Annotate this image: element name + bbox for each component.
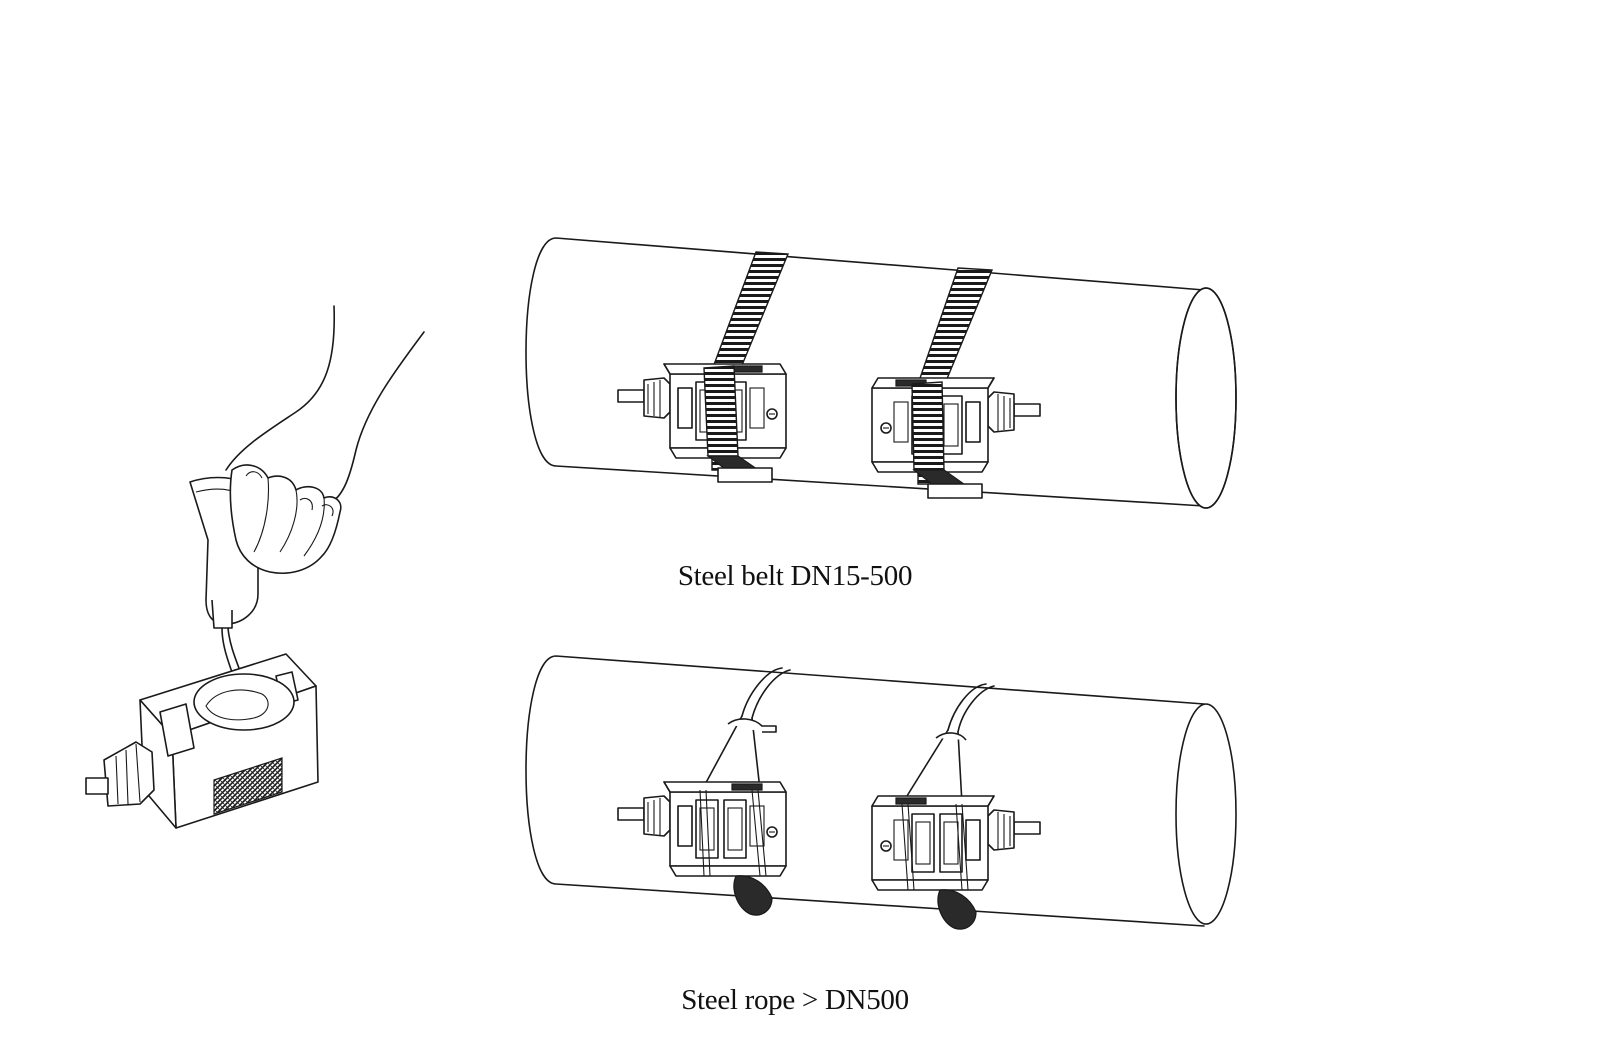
hand [229, 464, 342, 574]
transducer-with-couplant [85, 653, 319, 829]
belt-buckle-2 [927, 483, 983, 499]
steel-rope-2 [947, 683, 995, 733]
arm-outline [225, 305, 336, 471]
arm-outline-2 [331, 331, 425, 503]
top-pipe-body [525, 237, 1205, 507]
steel-rope-installation [525, 655, 1237, 930]
couplant-blob [193, 673, 295, 731]
rope-tensioner-2 [937, 889, 977, 930]
couplant-application-illustration [85, 305, 425, 829]
steel-belt-caption: Steel belt DN15-500 [677, 560, 913, 592]
belt-buckle-1 [717, 467, 773, 483]
rope-tensioner-1 [733, 875, 773, 916]
bottom-pipe-body [525, 655, 1205, 927]
steel-belt-installation [525, 237, 1237, 509]
steel-rope-1 [741, 667, 791, 719]
transducer-1 [617, 363, 787, 459]
sensor-grill [213, 757, 283, 815]
bottom-pipe-end [1175, 703, 1237, 925]
steel-rope-caption: Steel rope > DN500 [681, 984, 909, 1016]
